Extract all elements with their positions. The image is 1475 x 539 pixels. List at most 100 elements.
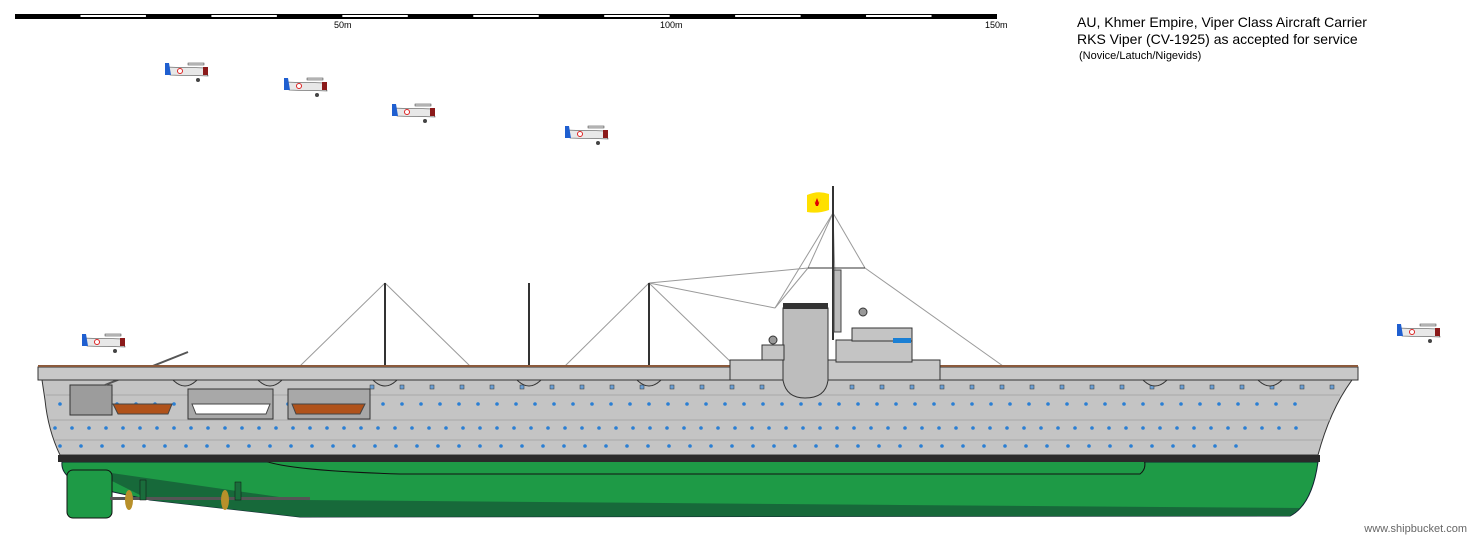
porthole (457, 444, 461, 448)
drawing-title: AU, Khmer Empire, Viper Class Aircraft C… (1077, 14, 1367, 30)
porthole (155, 426, 159, 430)
porthole (988, 426, 992, 430)
scale-bar-segment (735, 15, 801, 17)
porthole (476, 402, 480, 406)
porthole (373, 444, 377, 448)
window (759, 384, 765, 390)
porthole (898, 444, 902, 448)
porthole (609, 402, 613, 406)
porthole (709, 444, 713, 448)
porthole (247, 444, 251, 448)
porthole (478, 426, 482, 430)
biplane-icon (82, 333, 126, 353)
porthole (310, 444, 314, 448)
window (1179, 384, 1185, 390)
sponson (1141, 379, 1169, 387)
porthole (970, 402, 974, 406)
deck-planking (38, 365, 1358, 367)
porthole (457, 402, 461, 406)
flight-deck (37, 366, 1359, 381)
window (1089, 384, 1095, 390)
scale-bar-segment (866, 15, 932, 17)
window (939, 384, 945, 390)
scale-label-50m: 50m (334, 20, 352, 30)
biplane-icon (1397, 323, 1441, 343)
porthole (837, 402, 841, 406)
porthole (982, 444, 986, 448)
window (489, 384, 495, 390)
porthole (1179, 402, 1183, 406)
porthole (1045, 444, 1049, 448)
porthole (750, 426, 754, 430)
porthole (784, 426, 788, 430)
porthole (419, 402, 423, 406)
biplane-icon (165, 62, 209, 82)
window (1239, 384, 1245, 390)
porthole (359, 426, 363, 430)
porthole (308, 426, 312, 430)
porthole (761, 402, 765, 406)
propeller-icon (125, 490, 133, 510)
porthole (1084, 402, 1088, 406)
scale-label-150m: 150m (985, 20, 1008, 30)
porthole (1103, 402, 1107, 406)
porthole (818, 402, 822, 406)
porthole (1046, 402, 1050, 406)
porthole (1039, 426, 1043, 430)
sponson (256, 379, 284, 387)
portholes (53, 384, 1335, 448)
porthole (189, 426, 193, 430)
window (1209, 384, 1215, 390)
porthole (1065, 402, 1069, 406)
porthole (961, 444, 965, 448)
window (669, 384, 675, 390)
porthole (499, 444, 503, 448)
biplane-icon (284, 77, 328, 97)
porthole (184, 444, 188, 448)
window (1119, 384, 1125, 390)
sponson (171, 379, 199, 387)
porthole (240, 426, 244, 430)
window (639, 384, 645, 390)
porthole (614, 426, 618, 430)
porthole (1141, 402, 1145, 406)
window (579, 384, 585, 390)
porthole (793, 444, 797, 448)
porthole (937, 426, 941, 430)
porthole (562, 444, 566, 448)
porthole (767, 426, 771, 430)
porthole (648, 426, 652, 430)
porthole (1022, 426, 1026, 430)
porthole (1274, 402, 1278, 406)
porthole (1192, 426, 1196, 430)
porthole (628, 402, 632, 406)
porthole (529, 426, 533, 430)
porthole (1192, 444, 1196, 448)
porthole (604, 444, 608, 448)
boot-topping (58, 455, 1320, 462)
porthole (70, 426, 74, 430)
porthole (989, 402, 993, 406)
porthole (205, 444, 209, 448)
porthole (869, 426, 873, 430)
porthole (920, 426, 924, 430)
porthole (274, 426, 278, 430)
porthole (1277, 426, 1281, 430)
porthole (919, 444, 923, 448)
porthole (410, 426, 414, 430)
porthole (1198, 402, 1202, 406)
porthole (172, 426, 176, 430)
window (609, 384, 615, 390)
porthole (580, 426, 584, 430)
window (549, 384, 555, 390)
porthole (546, 426, 550, 430)
porthole (951, 402, 955, 406)
window (879, 384, 885, 390)
window (1029, 384, 1035, 390)
biplane-icon (392, 103, 436, 123)
porthole (533, 402, 537, 406)
porthole (1236, 402, 1240, 406)
scale-bar (15, 14, 997, 19)
window (519, 384, 525, 390)
window (1329, 384, 1335, 390)
